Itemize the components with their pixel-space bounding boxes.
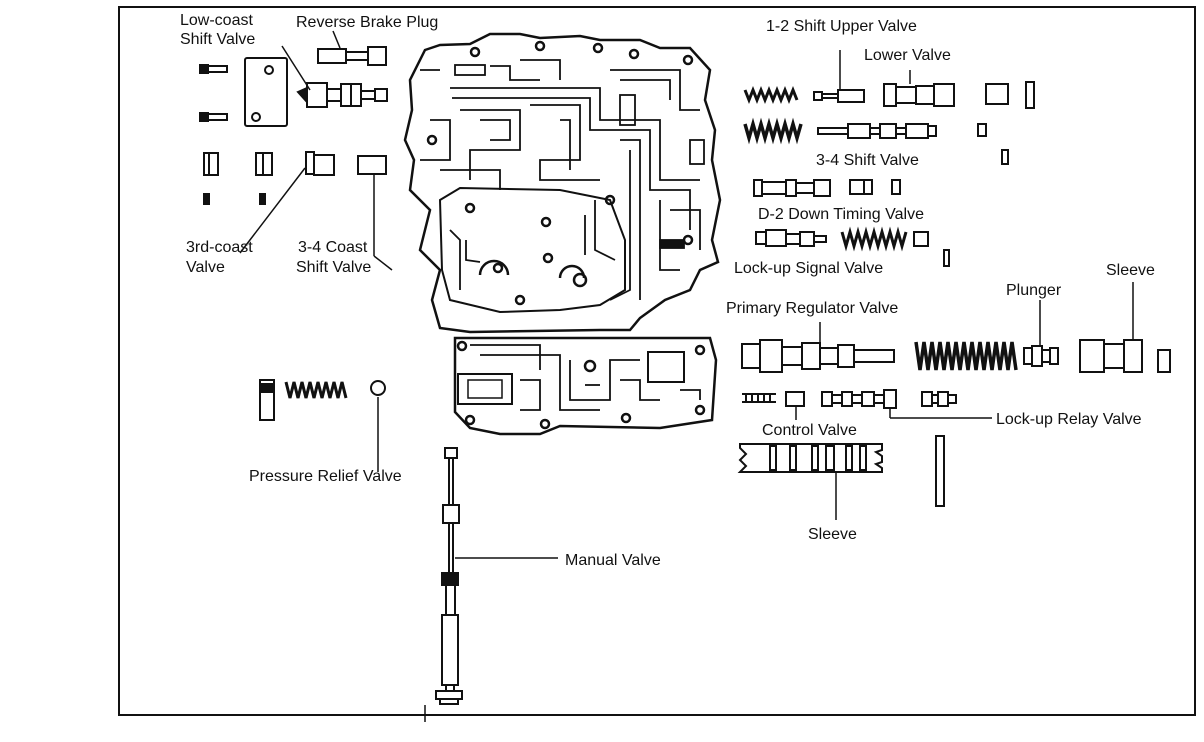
reverse-brake-plug [317,46,387,66]
label-sleeve-bottom: Sleeve [808,526,857,543]
label-34-coast-line1: 3-4 Coast [298,239,368,256]
valve-body-lower [453,336,718,436]
small-plugs-row [203,151,387,205]
label-lower-valve: Lower Valve [864,47,951,64]
label-34-shift-valve: 3-4 Shift Valve [816,152,919,169]
low-coast-valve [296,82,388,108]
label-3rd-coast-line2: Valve [186,259,225,276]
lockup-signal-row [755,226,950,267]
label-low-coast-line2: Shift Valve [180,31,256,48]
label-lockup-relay-valve: Lock-up Relay Valve [996,411,1142,428]
label-plunger: Plunger [1006,282,1062,299]
label-manual-valve: Manual Valve [565,552,661,569]
primary-regulator-row [741,282,1171,373]
leader-lines-left [239,30,393,472]
valve-body-upper [403,32,722,334]
diagram-frame [118,6,1196,716]
label-reverse-brake-plug: Reverse Brake Plug [296,14,439,31]
label-d2-down-timing-valve: D-2 Down Timing Valve [758,206,924,223]
valve-body-channels-upper [420,59,705,301]
label-pressure-relief-valve: Pressure Relief Valve [249,468,402,485]
label-primary-regulator-valve: Primary Regulator Valve [726,300,899,317]
pressure-relief-parts [259,379,386,421]
upper-12-row [743,50,1035,109]
label-control-valve: Control Valve [762,422,857,439]
low-coast-cover-group [199,57,288,127]
label-3rd-coast-line1: 3rd-coast [186,239,253,256]
label-low-coast-line1: Low-coast [180,12,253,29]
label-34-coast-line2: Shift Valve [296,259,372,276]
shift-34-row [743,117,1009,165]
label-sleeve-top: Sleeve [1106,262,1155,279]
label-12-shift-upper-valve: 1-2 Shift Upper Valve [766,18,917,35]
valve-body-channels-lower [470,344,701,411]
lockup-relay-row [742,389,992,420]
bottom-sleeve [737,435,945,520]
manual-valve [424,447,558,722]
label-lockup-signal-valve: Lock-up Signal Valve [734,260,884,277]
d2-timing-row [753,179,901,197]
